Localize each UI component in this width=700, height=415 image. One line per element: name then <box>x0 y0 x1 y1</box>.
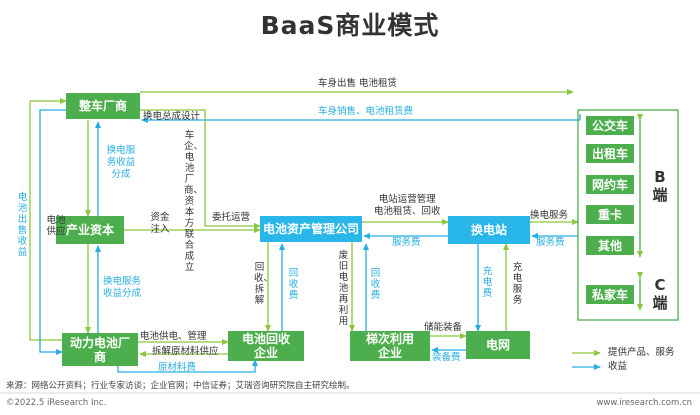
arrow-vehicle-fee <box>141 114 581 123</box>
label-battery-supply-mgmt: 电池供电、管理 <box>140 331 207 342</box>
legend-revenue: 收益 <box>608 361 628 372</box>
label-capital-injection: 资金注入 <box>150 212 170 235</box>
node-power-battery-maker: 动力电池厂商 <box>62 333 138 366</box>
footer-website: www.iresearch.com.cn <box>596 398 692 408</box>
b-side-label: B端 <box>652 168 668 204</box>
label-recycle-dismantle: 回收、拆解 <box>254 262 274 306</box>
customer-private-car: 私家车 <box>586 285 634 304</box>
node-swap-station: 换电站 <box>448 216 530 244</box>
label-battery-supply: 电池供应 <box>46 215 66 237</box>
label-waste-reuse: 废旧电池再利用 <box>338 250 349 327</box>
customer-other: 其他 <box>586 236 634 255</box>
label-equipment-fee: 装备费 <box>432 352 461 363</box>
arrow-swap-design <box>140 109 261 229</box>
label-swap-service: 换电服务 <box>530 210 569 221</box>
footer-copyright: ©2022.5 iResearch Inc. <box>6 398 107 408</box>
label-service-fee-1: 服务费 <box>392 237 421 248</box>
label-swap-design: 换电总成设计 <box>143 111 201 122</box>
node-cascade-utilization: 梯次利用企业 <box>350 331 430 361</box>
node-industrial-capital: 产业资本 <box>56 216 124 244</box>
node-power-grid: 电网 <box>466 331 530 359</box>
diagram-title: BaaS商业模式 <box>260 11 440 40</box>
customer-container <box>577 109 679 321</box>
label-storage-equipment: 储能装备 <box>424 322 463 333</box>
footer-source: 来源：网络公开资料；行业专家访谈；企业官网；中信证券；艾瑞咨询研究院自主研究绘制… <box>6 381 355 391</box>
c-side-label: C端 <box>652 276 668 312</box>
customer-heavy-truck: 重卡 <box>586 205 634 224</box>
legend-products-services: 提供产品、服务 <box>608 347 675 358</box>
label-battery-sale-revenue: 电池出售收益 <box>17 192 28 258</box>
label-swap-share-1: 换电服务收益分成 <box>106 145 136 180</box>
label-swap-share-2: 换电服务收益分成 <box>102 276 141 299</box>
label-service-fee-2: 服务费 <box>536 237 565 248</box>
customer-taxi: 出租车 <box>586 144 634 163</box>
label-vehicle-sale-rent: 车身出售 电池租赁 <box>318 78 398 89</box>
label-charging-fee: 充电费 <box>482 266 493 299</box>
label-material-fee: 原材料费 <box>158 362 197 373</box>
customer-ride-hailing: 网约车 <box>586 175 634 194</box>
arrow-battery-revenue <box>39 109 66 355</box>
label-entrusted-operation: 委托运营 <box>212 212 251 223</box>
label-charging-service: 充电服务 <box>512 262 523 306</box>
node-battery-recycling: 电池回收企业 <box>228 331 304 361</box>
customer-bus: 公交车 <box>586 116 634 135</box>
arrow-material-fee <box>117 359 258 373</box>
label-recycle-fee-2: 回收费 <box>370 268 381 301</box>
label-joint-venture: 车企、电池厂商、资本方联合成立 <box>184 130 204 273</box>
label-dismantle-material: 拆解原材料供应 <box>152 346 219 357</box>
node-battery-asset-mgmt: 电池资产管理公司 <box>260 216 362 242</box>
label-recycle-fee: 回收费 <box>288 268 299 301</box>
label-vehicle-sale-rent-fee: 车身销售、电池租赁费 <box>318 106 414 117</box>
arrow-battery-sale <box>29 98 68 341</box>
node-vehicle-maker: 整车厂商 <box>66 93 140 119</box>
label-station-mgmt: 电站运营管理 电池租赁、回收 <box>374 194 441 217</box>
